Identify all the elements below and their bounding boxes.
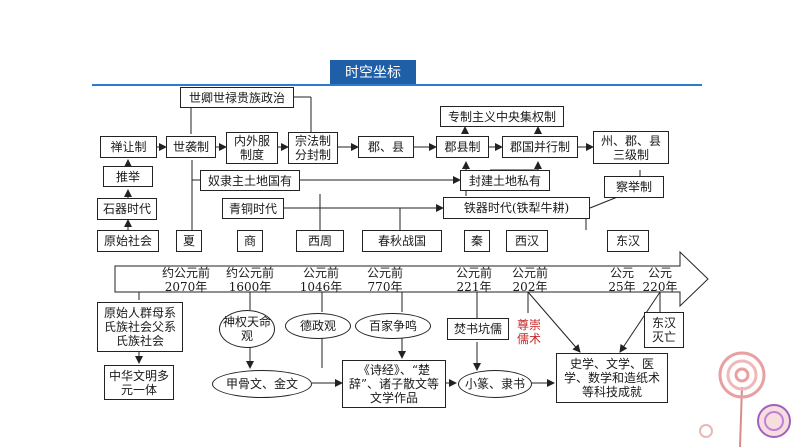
tick-2070: 约公元前2070年 <box>161 266 210 294</box>
node-xiaozhuan: 小篆、隶书 <box>458 370 532 398</box>
era-donghan: 东汉 <box>607 230 649 252</box>
era-xihan: 西汉 <box>506 230 548 252</box>
tick-221: 公元前221年 <box>455 266 492 294</box>
node-yuanren: 原始人群母系氏族社会父系氏族社会 <box>97 302 183 352</box>
node-zongfa: 宗法制分封制 <box>288 132 338 164</box>
era-yuanshi: 原始社会 <box>97 230 159 252</box>
node-shixue: 史学、文学、医学、数学和造纸术等科技成就 <box>556 353 668 403</box>
node-junxian: 郡、县 <box>358 136 414 158</box>
node-dezheng: 德政观 <box>285 313 351 339</box>
node-tieqi: 铁器时代(铁犁牛耕) <box>443 197 590 219</box>
node-zhonghua: 中华文明多元一体 <box>104 365 174 400</box>
node-shanrang: 禅让制 <box>100 136 157 158</box>
node-shijing: 《诗经》、“楚辞”、诸子散文等文学作品 <box>342 360 446 408</box>
node-shixi: 世袭制 <box>166 136 216 158</box>
node-donghanmiewang: 东汉灭亡 <box>644 312 684 348</box>
tick-1600: 约公元前1600年 <box>225 266 274 294</box>
tick-1046: 公元前1046年 <box>299 266 343 294</box>
node-zhoujun: 州、郡、县三级制 <box>593 131 669 164</box>
era-shang: 商 <box>237 230 263 252</box>
timeline-arrow <box>114 250 709 308</box>
node-baijia: 百家争鸣 <box>355 313 431 339</box>
tick-220: 公元220年 <box>642 266 678 294</box>
node-shiqi: 石器时代 <box>97 198 157 220</box>
node-chaju: 察举制 <box>604 176 664 198</box>
node-zunchong: 尊崇儒术 <box>512 314 546 350</box>
node-shiqing: 世卿世禄贵族政治 <box>180 87 294 108</box>
node-fengjian: 封建土地私有 <box>460 170 550 191</box>
node-nuli: 奴隶主土地国有 <box>200 170 300 191</box>
era-xizhou: 西周 <box>296 230 344 252</box>
tick-25: 公元25年 <box>608 266 636 294</box>
node-tuiju: 推举 <box>103 166 153 187</box>
node-fenshu: 焚书坑儒 <box>447 318 509 340</box>
header-rule <box>92 84 702 86</box>
node-shenquan: 神权天命观 <box>219 310 275 348</box>
node-junguo: 郡国并行制 <box>502 136 578 158</box>
node-jiagu: 甲骨文、金文 <box>212 370 312 398</box>
swirl-decoration-icon <box>699 351 791 447</box>
node-neiwaifu: 内外服制度 <box>226 132 278 164</box>
era-chunqiu: 春秋战国 <box>362 230 442 252</box>
era-xia: 夏 <box>176 230 202 252</box>
node-zhuanzhi: 专制主义中央集权制 <box>440 106 564 127</box>
era-qin: 秦 <box>464 230 490 252</box>
node-qingtong: 青铜时代 <box>222 198 284 219</box>
section-title: 时空坐标 <box>330 60 416 86</box>
node-junxianzhi: 郡县制 <box>436 136 489 158</box>
tick-202: 公元前202年 <box>511 266 548 294</box>
tick-770: 公元前770年 <box>366 266 403 294</box>
